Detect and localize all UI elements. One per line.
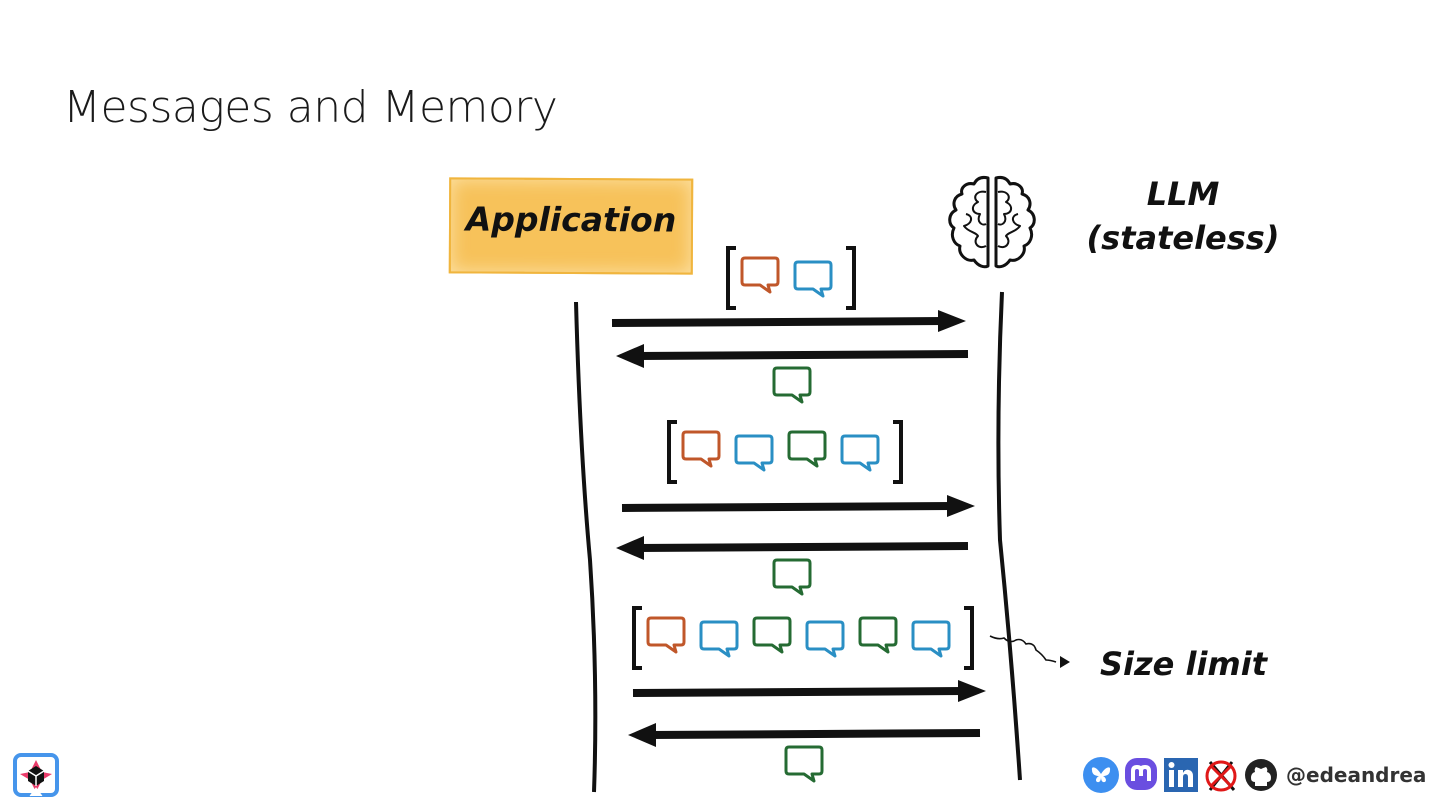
user-message-icon: [911, 620, 951, 658]
x-crossed-icon[interactable]: [1202, 756, 1240, 794]
exchange-3: [628, 606, 986, 783]
request-arrowhead: [938, 310, 966, 332]
llm-label-qualifier: (stateless): [1086, 219, 1280, 257]
request-arrowhead: [947, 495, 975, 517]
application-lifeline: [574, 301, 598, 793]
exchange-2: [616, 420, 975, 596]
system-message-icon: [646, 616, 686, 654]
assistant-message-icon: [787, 430, 827, 468]
response-arrowhead: [628, 723, 656, 747]
user-message-icon: [793, 260, 833, 298]
size-limit-pointer: [989, 635, 1057, 663]
assistant-response-message-icon: [772, 558, 812, 596]
user-message-icon: [734, 434, 774, 472]
request-bracket-left: [632, 606, 642, 670]
brain-icon: [948, 176, 1036, 269]
request-arrow: [632, 687, 965, 697]
llm-label: LLM (stateless): [1078, 172, 1288, 260]
system-message-icon: [740, 256, 780, 294]
response-arrow: [649, 729, 981, 739]
quarkus-logo-icon: [13, 753, 59, 797]
request-bracket-right: [964, 606, 974, 670]
assistant-response-message-icon: [784, 745, 824, 783]
llm-label-name: LLM: [1146, 175, 1220, 213]
user-message-icon: [699, 620, 739, 658]
slide-title: Messages and Memory: [63, 82, 558, 133]
request-arrowhead: [958, 680, 986, 702]
response-arrowhead: [616, 344, 644, 368]
request-arrow: [621, 502, 954, 512]
exchange-1: [611, 246, 969, 404]
bluesky-icon[interactable]: [1082, 756, 1120, 794]
response-arrowhead: [616, 536, 644, 560]
llm-lifeline: [996, 291, 1022, 781]
assistant-message-icon: [752, 616, 792, 654]
size-limit-label: Size limit: [1100, 645, 1268, 683]
social-links: @edeandrea: [1082, 755, 1426, 795]
user-message-icon: [840, 434, 880, 472]
request-bracket-right: [893, 420, 903, 484]
social-handle: @edeandrea: [1286, 763, 1427, 787]
system-message-icon: [681, 430, 721, 468]
response-arrow: [637, 350, 969, 360]
response-arrow: [637, 542, 969, 552]
user-message-icon: [805, 620, 845, 658]
assistant-message-icon: [858, 616, 898, 654]
assistant-response-message-icon: [772, 366, 812, 404]
request-bracket-left: [667, 420, 677, 484]
request-bracket-right: [846, 246, 856, 310]
mastodon-icon[interactable]: [1122, 756, 1160, 794]
github-icon[interactable]: [1242, 756, 1280, 794]
request-bracket-left: [726, 246, 736, 310]
request-arrow: [611, 317, 945, 327]
linkedin-icon[interactable]: [1162, 756, 1200, 794]
